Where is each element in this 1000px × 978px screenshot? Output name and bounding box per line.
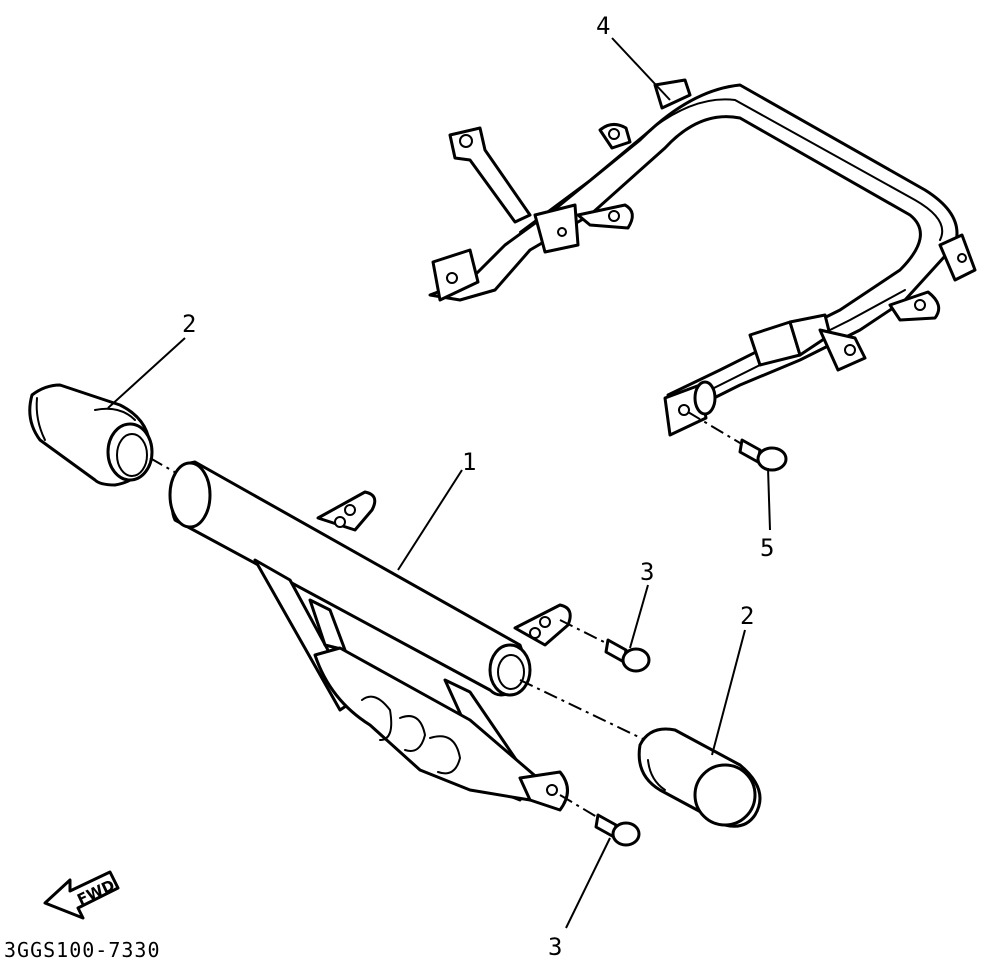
leader-3-lower — [565, 837, 611, 929]
leader-2-right — [711, 629, 746, 756]
callout-2-left: 2 — [182, 310, 196, 338]
fwd-arrow-icon: FWD — [43, 870, 120, 920]
bolt-part-3-lower — [559, 794, 641, 847]
end-cap-left-part-2 — [28, 383, 154, 487]
leader-3-upper — [629, 584, 649, 649]
end-cap-right-part-2 — [637, 727, 762, 828]
bolt-part-5 — [687, 411, 788, 472]
callout-3-upper: 3 — [640, 558, 654, 586]
leader-4 — [611, 37, 671, 101]
axis-line-left — [149, 457, 179, 475]
callout-3-lower: 3 — [548, 933, 562, 961]
bolt-part-3-upper — [559, 619, 651, 673]
axis-line-right — [519, 679, 646, 741]
callout-5: 5 — [760, 534, 774, 562]
leader-5 — [767, 467, 771, 531]
leader-1 — [397, 469, 463, 571]
callout-1: 1 — [462, 448, 476, 476]
callout-4: 4 — [596, 12, 610, 40]
diagram-part-code: 3GGS100-7330 — [4, 938, 161, 962]
front-guard-part-1 — [168, 460, 572, 812]
leader-2-left — [107, 337, 186, 409]
callout-2-right: 2 — [740, 602, 754, 630]
rear-frame-part-4 — [428, 78, 977, 437]
